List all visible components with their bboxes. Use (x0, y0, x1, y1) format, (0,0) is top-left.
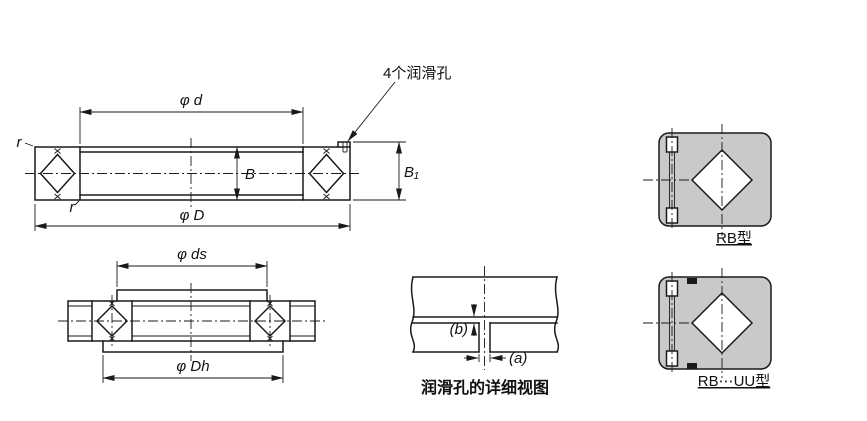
mount-outline (67, 289, 316, 353)
width-b1-dimension: B₁ (353, 141, 419, 201)
rb-bolt-hole (665, 128, 679, 231)
mount-left-roller-diamond (95, 304, 129, 338)
dim-label-dh: φ Dh (176, 358, 209, 375)
seal-marks (687, 278, 697, 369)
dim-label-B: B (245, 166, 255, 183)
radius-label-bottom: r (70, 199, 76, 216)
lube-hole-boss (337, 141, 351, 148)
dim-label-D: φ D (180, 207, 205, 224)
left-roller-diamond (39, 153, 76, 194)
right-roller-pocket (302, 146, 351, 201)
break-line-left (410, 276, 415, 354)
lube-holes-label: 4个润滑孔 (383, 65, 451, 82)
phi-D-dimension: φ D (34, 204, 351, 231)
mount-cross-marks (109, 300, 273, 342)
dim-label-B1: B₁ (404, 164, 419, 181)
housing-shoulder-step (102, 340, 284, 353)
main-section-view: φ d φ D B B₁ r r 4个 (17, 65, 451, 231)
main-cross-marks (54, 148, 330, 200)
dim-label-ds: φ ds (177, 246, 207, 263)
main-centerlines (25, 138, 362, 209)
break-line-right (554, 276, 559, 354)
phi-d-dimension: φ d (79, 92, 304, 144)
dimension-b: (b) (450, 304, 477, 338)
lube-holes-callout: 4个润滑孔 (347, 65, 451, 142)
rb-type-figure: RB型 (643, 124, 772, 247)
detail-caption: 润滑孔的详细视图 (421, 378, 549, 397)
radius-label-top: r (17, 134, 23, 151)
right-roller-diamond (308, 153, 345, 194)
dimension-a: (a) (464, 350, 527, 367)
lube-hole-detail-view: (b) (a) 润滑孔的详细视图 (410, 266, 559, 397)
rb-type-label: RB型 (716, 230, 752, 247)
shaft-shoulder-step (116, 289, 268, 302)
phi-ds-dimension: φ ds (116, 246, 268, 287)
dim-label-b: (b) (450, 321, 468, 338)
rb-uu-type-label: RB⋯UU型 (698, 373, 771, 390)
rb-uu-bolt-hole (665, 272, 679, 374)
dim-label-d: φ d (180, 92, 203, 109)
phi-dh-dimension: φ Dh (102, 355, 284, 383)
mounted-section-view: φ ds φ Dh (58, 246, 325, 383)
rb-uu-type-figure: RB⋯UU型 (643, 268, 772, 390)
width-b-dimension: B (234, 146, 255, 201)
mount-ring-body (67, 300, 316, 342)
main-outline (34, 141, 351, 201)
corner-radius-labels: r r (17, 134, 80, 216)
dim-label-a: (a) (509, 350, 527, 367)
left-roller-pocket (34, 146, 81, 201)
mount-right-roller-diamond (253, 304, 287, 338)
